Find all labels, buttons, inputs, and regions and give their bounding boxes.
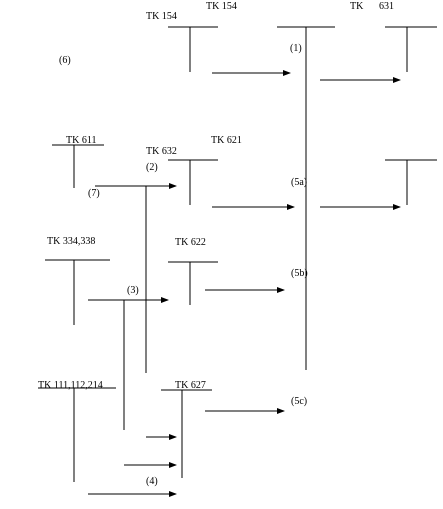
t-account-tk631-top: [385, 26, 437, 72]
label-tk154-top: TK 154: [206, 1, 237, 12]
step-3-label: (3): [127, 285, 139, 296]
t-account-tk154: [168, 26, 218, 72]
label-tk622: TK 622: [175, 237, 206, 248]
t-account-tk611: [52, 144, 104, 188]
t-account-tk622: [168, 261, 218, 305]
step-6-label: (6): [59, 55, 71, 66]
step-4-label: (4): [146, 476, 158, 487]
t-account-tk631-mid: [385, 159, 437, 205]
label-tk627: TK 627: [175, 380, 206, 391]
label-tk111-112-214: TK 111,112,214: [38, 380, 103, 391]
step-5c-label: (5c): [291, 396, 307, 407]
t-account-tk621: [168, 159, 218, 205]
t-account-main: [277, 26, 335, 370]
step-7-label: (7): [88, 188, 100, 199]
label-tk154: TK 154: [146, 11, 177, 22]
t-account-tk334-338: [45, 259, 110, 325]
label-631: 631: [379, 1, 394, 12]
label-tk-prefix: TK: [350, 1, 364, 12]
label-tk632: TK 632: [146, 146, 177, 157]
step-2-label: (2): [146, 162, 158, 173]
label-tk621: TK 621: [211, 135, 242, 146]
label-tk334-338: TK 334,338: [47, 236, 95, 247]
step-5a-label: (5a): [291, 177, 307, 188]
step-1-label: (1): [290, 43, 302, 54]
t-account-tk111-112-214: [38, 387, 116, 482]
step-5b-label: (5b): [291, 268, 308, 279]
label-tk611: TK 611: [66, 135, 96, 146]
t-account-tk627: [161, 389, 212, 478]
